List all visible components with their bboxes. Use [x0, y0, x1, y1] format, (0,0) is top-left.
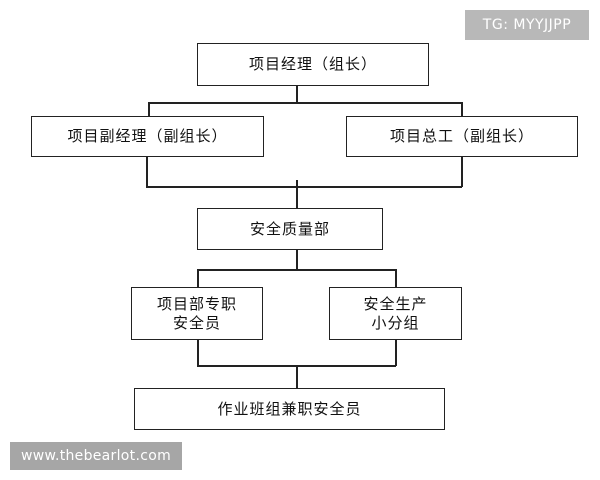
- node-team-part-time-safety-officer: 作业班组兼职安全员: [134, 388, 445, 430]
- connector-branch-to-chief-engineer: [461, 102, 463, 116]
- connector-production-group-down: [395, 340, 397, 366]
- connector-branch-to-deputy-pm: [148, 102, 150, 116]
- connector-merge-to-safety-dept: [296, 180, 298, 208]
- node-safety-production-group: 安全生产 小分组: [329, 287, 462, 340]
- node-safety-quality-dept: 安全质量部: [197, 208, 383, 250]
- node-project-manager-label: 项目经理（组长）: [248, 55, 377, 74]
- node-deputy-project-manager: 项目副经理（副组长）: [31, 116, 264, 157]
- node-project-manager: 项目经理（组长）: [197, 43, 429, 86]
- node-safety-production-group-label: 安全生产 小分组: [363, 294, 428, 332]
- connector-pm-branch: [148, 102, 462, 104]
- node-full-time-safety-officer: 项目部专职 安全员: [131, 287, 263, 340]
- node-chief-engineer: 项目总工（副组长）: [346, 116, 578, 157]
- watermark-top-right: TG: MYYJJPP: [465, 10, 589, 40]
- connector-safety-officer-down: [197, 340, 199, 366]
- node-team-part-time-safety-officer-label: 作业班组兼职安全员: [217, 399, 362, 418]
- node-deputy-project-manager-label: 项目副经理（副组长）: [67, 127, 228, 146]
- connector-pm-down: [296, 86, 298, 103]
- watermark-bottom-left: www.thebearlot.com: [10, 442, 182, 470]
- connector-merge-to-team: [296, 365, 298, 388]
- node-chief-engineer-label: 项目总工（副组长）: [389, 127, 534, 146]
- connector-safety-dept-branch: [197, 269, 396, 271]
- connector-chief-engineer-down: [461, 157, 463, 187]
- node-safety-quality-dept-label: 安全质量部: [249, 219, 330, 238]
- connector-deputies-merge: [146, 186, 462, 188]
- connector-branch-to-safety-officer: [197, 269, 199, 287]
- connector-branch-to-production-group: [395, 269, 397, 287]
- node-full-time-safety-officer-label: 项目部专职 安全员: [156, 294, 237, 332]
- connector-safety-dept-down: [296, 250, 298, 270]
- connector-deputy-pm-down: [146, 157, 148, 187]
